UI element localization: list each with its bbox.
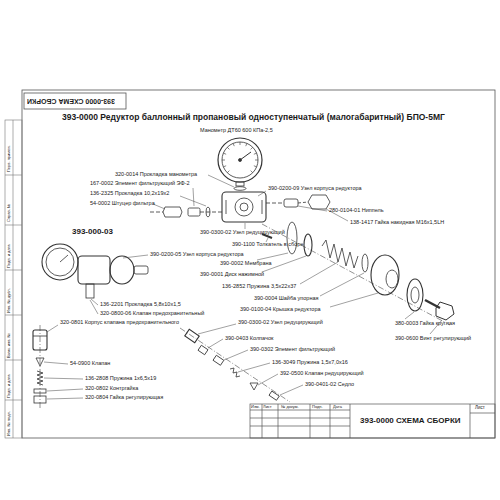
part-label: 320-0014 Прокладка манометра <box>115 172 197 178</box>
filter-element <box>213 355 224 365</box>
margin-label: Подп. и дата <box>7 374 11 398</box>
lock-nut <box>34 389 46 393</box>
axis-line <box>200 212 222 213</box>
reducer-cover <box>371 255 399 295</box>
part-label: 167-0002 Элемент фильтрующий ЭФ-2 <box>90 181 190 187</box>
part-label: 392-0500 Клапан редуцирующий <box>280 371 364 377</box>
pressure-disk <box>304 234 312 256</box>
title-block <box>250 404 495 438</box>
valve-seat <box>269 391 279 400</box>
reducing-unit <box>185 329 199 342</box>
reducing-valve <box>250 383 258 390</box>
part-label: 280-0104-01 Ниппель <box>329 208 384 214</box>
gauge-tick <box>233 143 234 146</box>
part-label: 136-2325 Прокладка 10,2x19x2 <box>90 191 169 197</box>
filter-fitting <box>150 207 182 217</box>
part-label: 136-2808 Пружина 1x6,5x19 <box>85 376 156 382</box>
axis-line <box>40 325 41 410</box>
part-label: 390-0300-02 Узел редуцирующий <box>238 320 323 326</box>
part-label: 136-2201 Прокладка 5,8x10x1,5 <box>100 302 181 308</box>
drawing-title: 393-0000 Редуктор баллонный пропановый о… <box>62 113 445 122</box>
table-header: Подп. <box>312 405 323 409</box>
margin-label: Взам. инв. № <box>7 333 11 358</box>
gauge-tick <box>227 147 229 149</box>
part-label: 390-0200-09 Узел корпуса редуктора <box>268 186 362 192</box>
table-header: Дата <box>333 405 342 409</box>
gauge-tick <box>255 160 258 161</box>
margin-label: Справ. № <box>7 204 11 222</box>
gauge-gasket <box>234 187 246 191</box>
part-label: 136-2852 Пружина 3,5x22x37 <box>222 284 296 290</box>
reducer-body <box>222 192 266 222</box>
adjusting-nut <box>34 396 46 403</box>
margin-label: Подп. и дата <box>7 244 11 268</box>
valve <box>36 358 44 366</box>
safety-valve-body <box>33 330 47 350</box>
nipple <box>266 199 298 207</box>
part-label: 320-0802 Контргайка <box>85 386 138 392</box>
part-label: 390-0401-02 Седло <box>305 382 354 388</box>
margin-label: Инв. № подл. <box>7 411 11 436</box>
gauge-tick <box>240 142 241 145</box>
valve-spring <box>37 371 43 385</box>
thrust-washer <box>362 254 368 272</box>
assembly-number: 393-000-03 <box>72 228 113 236</box>
table-header: Изм. <box>251 405 260 409</box>
gauge-tick <box>223 153 226 154</box>
part-label: 54-0900 Клапан <box>70 361 110 367</box>
part-label: 390-0100-04 Крышка редуктора <box>240 307 321 313</box>
part-label: 390-0200-05 Узел корпуса редуктора <box>150 252 244 258</box>
table-header: № докум. <box>281 405 299 409</box>
margin-strip <box>5 120 22 438</box>
part-label: 390-0002 Мембрана <box>220 261 272 267</box>
corner-stamp <box>24 93 126 109</box>
part-label: 320-0800-06 Клапан предохранительный <box>100 311 204 317</box>
part-label: 54-0002 Штуцер фильтра <box>90 201 155 207</box>
gauge-tick <box>246 143 247 146</box>
sheet-title: 393-0000 СХЕМА СБОРКИ <box>360 417 461 425</box>
margin-label: Инв. № дубл. <box>7 288 11 313</box>
gauge-tick <box>254 166 257 167</box>
gauge-tick <box>251 171 253 173</box>
part-label: 390-0001 Диск нажимной <box>200 272 264 278</box>
assembled-regulator <box>42 244 148 298</box>
spring <box>322 240 358 268</box>
leader-lines <box>44 175 442 399</box>
gauge-tick <box>222 160 225 161</box>
gauge-tick <box>227 171 229 173</box>
gauge-tick <box>251 147 253 149</box>
table-header: Лист <box>475 406 485 411</box>
part-label: 138-1417 Гайка накидная М16x1,5LH <box>350 220 444 226</box>
valve-spring <box>230 368 240 377</box>
adjusting-screw <box>425 300 454 320</box>
table-header: Лист <box>263 405 272 409</box>
part-label: 390-1100 Толкатель в сборе <box>232 242 303 248</box>
margin-label: Перв. примен. <box>7 145 11 172</box>
part-label: 380-0003 Гайка круглая <box>395 321 455 327</box>
part-label: 390-0300-02 Узел редуцирующий <box>200 230 285 236</box>
part-label: 320-0804 Гайка регулирующая <box>85 395 163 401</box>
sheet-frame <box>22 90 495 438</box>
stamp-text: 393-0000 СХЕМА СБОРКИ <box>27 98 115 105</box>
part-label: 390-0403 Колпачок <box>225 336 273 342</box>
part-label: 390-0004 Шайба упорная <box>254 296 318 302</box>
part-label: Манометр ДТ60 600 КПа-2,5 <box>200 128 273 134</box>
round-nut <box>407 279 423 311</box>
gauge-tick <box>223 166 226 167</box>
cap <box>198 345 208 354</box>
part-label: 136-3049 Пружина 1,5x7,0x16 <box>272 360 348 366</box>
membrane <box>287 222 297 254</box>
filter-element <box>188 208 200 216</box>
gauge-tick <box>254 153 257 154</box>
part-label: 320-0801 Корпус клапана предохранительно… <box>60 320 179 326</box>
pressure-gauge <box>218 138 262 186</box>
part-label: 390-0600 Винт регулирующий <box>395 336 471 342</box>
part-label: 390-0302 Элемент фильтрующий <box>250 347 335 353</box>
